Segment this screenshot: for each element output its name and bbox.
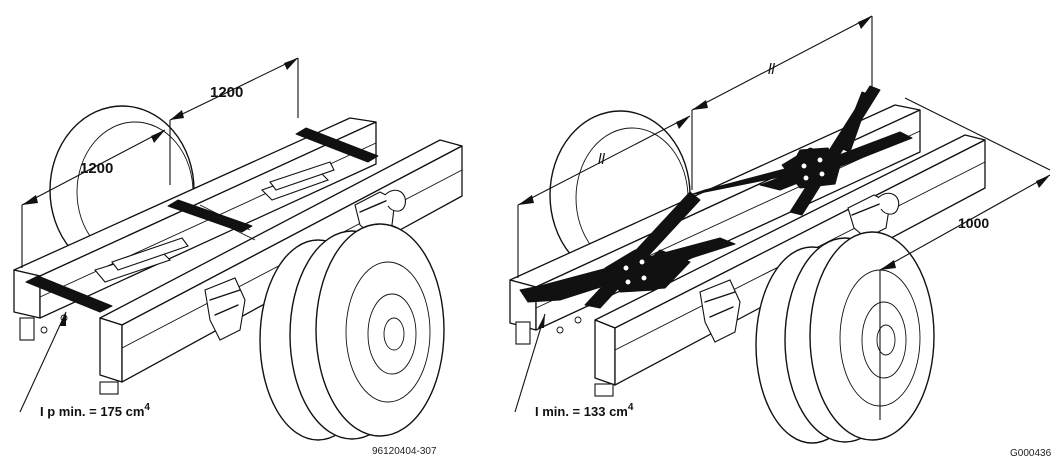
right-inertia-text: I min. = 133 cm (535, 404, 628, 419)
left-cross-members (94, 161, 335, 283)
left-inertia-exponent: 4 (144, 402, 150, 413)
right-inertia-callout: I min. = 133 cm4 (514, 313, 634, 419)
right-drawing-code: G000436 (1010, 448, 1052, 459)
left-suspension-bracket-front (204, 277, 246, 341)
left-dim-top-label: 1200 (210, 84, 243, 101)
left-dim-left-label: 1200 (80, 160, 113, 177)
svg-text:I p min. = 175 cm4: I p min. = 175 cm4 (40, 402, 150, 419)
right-gusset-plate-lower (604, 249, 666, 293)
right-rail-end-details (515, 316, 614, 397)
right-dimension-top: ll (691, 15, 873, 190)
svg-text:I min. = 133 cm4: I min. = 133 cm4 (535, 402, 634, 419)
left-reinforcement-strip-2 (167, 199, 253, 233)
left-reinforcement-strip-3 (295, 127, 379, 163)
right-inertia-exponent: 4 (628, 402, 634, 413)
right-dim-left-label: ll (598, 151, 605, 168)
left-front-wheels (259, 223, 445, 441)
right-suspension-bracket-front (699, 279, 741, 343)
right-gusset-plate-upper (781, 147, 843, 189)
left-inertia-callout: I p min. = 175 cm4 (19, 311, 150, 419)
left-dimension-top: 1200 (169, 57, 299, 185)
left-inertia-text: I p min. = 175 cm (40, 404, 144, 419)
right-dim-top-label: ll (768, 61, 775, 78)
right-front-wheels (755, 231, 935, 444)
left-dimension-left: 1200 (21, 129, 166, 268)
left-drawing-code: 96120404-307 (372, 446, 437, 457)
left-reinforcement-strip-1 (25, 275, 113, 313)
left-rail-end-details (19, 314, 119, 395)
right-suspension-bracket-back (847, 192, 900, 239)
left-chassis-drawing: 1200 1200 I p min. = 175 cm4 96120404-30… (13, 57, 463, 457)
right-dimension-side: 1000 (879, 97, 1051, 420)
right-chassis-drawing: ll ll 1000 I min. = 133 cm4 G00 (509, 15, 1052, 459)
right-dimension-left: ll (517, 115, 691, 278)
right-dim-side-label: 1000 (958, 215, 989, 231)
